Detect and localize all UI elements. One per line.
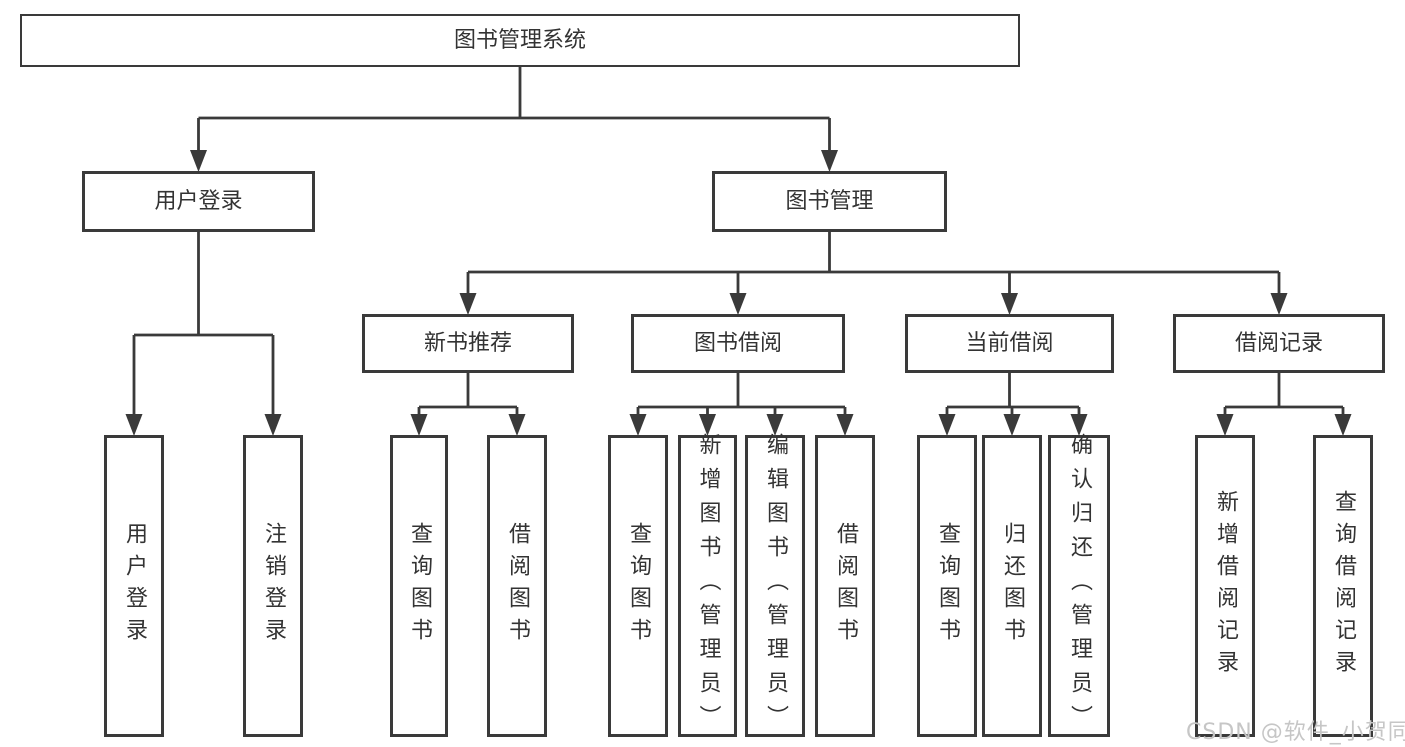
leaf-query-books-recommend: 查询图书 <box>390 435 448 737</box>
leaf-label: 查询图书 <box>935 522 960 650</box>
leaf-query-books-current: 查询图书 <box>917 435 977 737</box>
leaf-add-borrow-record: 新增借阅记录 <box>1195 435 1255 737</box>
leaf-label: 查询图书 <box>626 522 651 650</box>
leaf-return-book: 归还图书 <box>982 435 1042 737</box>
watermark: CSDN @软件_小贺同学 <box>1186 720 1405 745</box>
node-borrow-records: 借阅记录 <box>1173 314 1385 373</box>
leaf-label: 编辑图书（管理员） <box>763 433 788 739</box>
leaf-label: 确认归还（管理员） <box>1067 433 1092 739</box>
leaf-label: 借阅图书 <box>505 522 530 650</box>
leaf-label: 借阅图书 <box>833 522 858 650</box>
leaf-label: 查询借阅记录 <box>1331 490 1356 682</box>
node-current-borrow: 当前借阅 <box>905 314 1114 373</box>
node-new-book-recommend: 新书推荐 <box>362 314 574 373</box>
node-book-borrow: 图书借阅 <box>631 314 845 373</box>
leaf-query-books-borrow: 查询图书 <box>608 435 668 737</box>
leaf-edit-book-admin: 编辑图书（管理员） <box>745 433 805 739</box>
leaf-label: 用户登录 <box>122 522 147 650</box>
leaf-confirm-return-admin: 确认归还（管理员） <box>1048 433 1110 739</box>
leaf-label: 查询图书 <box>407 522 432 650</box>
leaf-borrow-books: 借阅图书 <box>815 435 875 737</box>
leaf-borrow-books-recommend: 借阅图书 <box>487 435 547 737</box>
node-user-login: 用户登录 <box>82 171 315 232</box>
leaf-label: 新增图书（管理员） <box>695 433 721 739</box>
leaf-label: 归还图书 <box>1000 522 1025 650</box>
node-book-management-system: 图书管理系统 <box>20 14 1020 67</box>
leaf-label: 新增借阅记录 <box>1213 490 1238 682</box>
leaf-label: 注销登录 <box>261 522 286 650</box>
leaf-add-book-admin: 新增图书（管理员） <box>678 433 737 739</box>
leaf-user-login: 用户登录 <box>104 435 164 737</box>
leaf-query-borrow-record: 查询借阅记录 <box>1313 435 1373 737</box>
node-book-management: 图书管理 <box>712 171 947 232</box>
leaf-logout: 注销登录 <box>243 435 303 737</box>
